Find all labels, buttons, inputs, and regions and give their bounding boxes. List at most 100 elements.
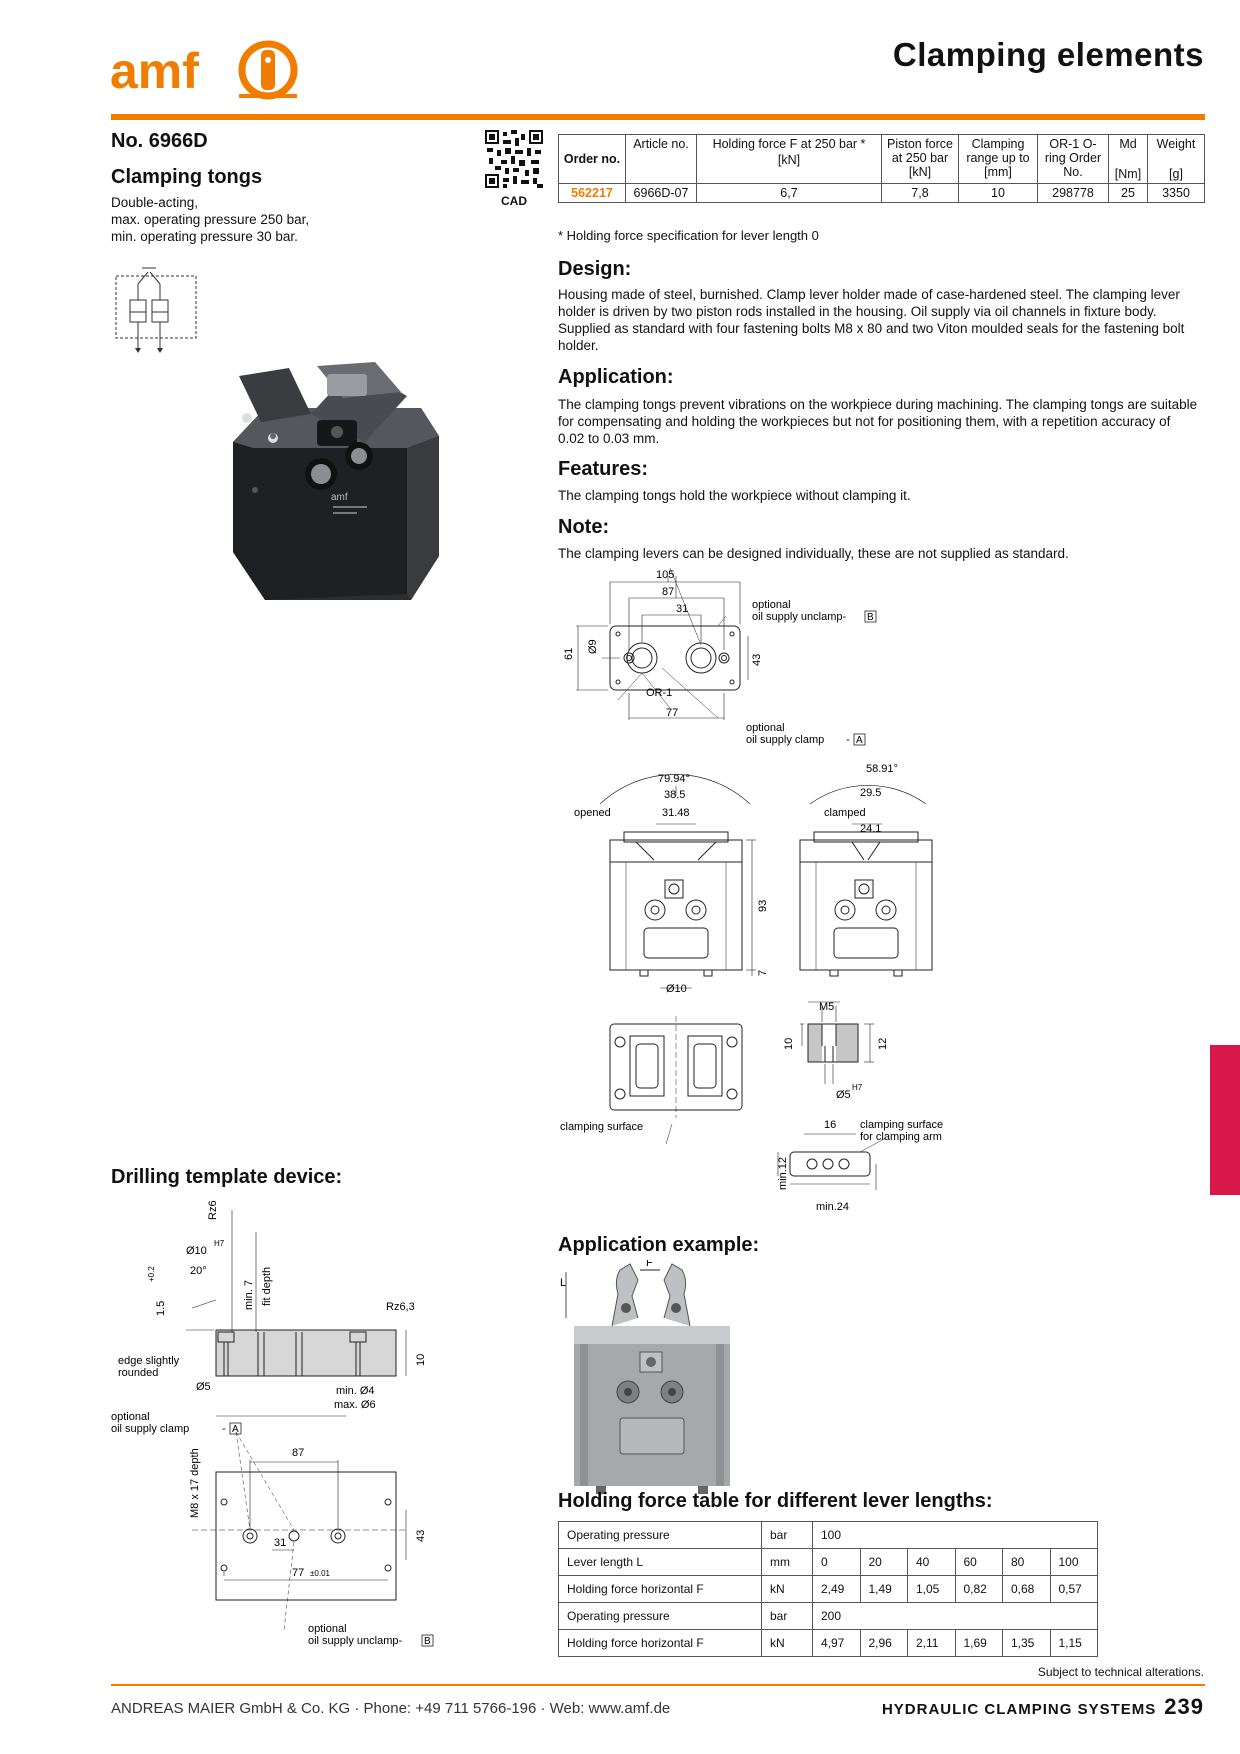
product-description: Double-acting, max. operating pressure 2…: [111, 194, 309, 245]
label: clamped: [824, 807, 866, 819]
label: rounded: [118, 1367, 158, 1379]
holding-force-table: Operating pressure bar 100 Lever length …: [558, 1521, 1098, 1657]
label: A: [856, 735, 863, 746]
label: edge slightly: [118, 1355, 180, 1367]
dim-label: 12: [877, 1038, 889, 1050]
table-cell: 2,96: [859, 1629, 908, 1657]
order-number-link[interactable]: 562217: [558, 183, 626, 203]
dim-label: min.12: [777, 1157, 789, 1190]
dim-label: 87: [662, 586, 674, 598]
table-row: Holding force horizontal F kN 2,49 1,49 …: [558, 1575, 1098, 1603]
dim-label: 77: [666, 707, 678, 719]
subject-note: Subject to technical alterations.: [1037, 1665, 1204, 1679]
table-cell: 4,97: [812, 1629, 861, 1657]
dim-label: Rz6,3: [207, 1200, 219, 1220]
dim-label: 58.91°: [866, 763, 898, 775]
table-cell: 20: [859, 1548, 908, 1576]
label: optional: [111, 1411, 150, 1423]
desc-line: Double-acting,: [111, 195, 199, 210]
lever-length-label: L: [560, 1277, 566, 1289]
footer-company: ANDREAS MAIER GmbH & Co. KG · Phone: +49…: [111, 1700, 671, 1717]
dim-label: 1.5: [155, 1301, 167, 1316]
header-text: OR-1 O-ring Order No.: [1044, 137, 1102, 179]
dash-text: -: [222, 1423, 226, 1435]
dim-label: Ø10: [666, 983, 687, 995]
qr-code-icon[interactable]: [485, 130, 543, 188]
svg-text:amf: amf: [331, 492, 348, 503]
header-text: Article no.: [633, 137, 689, 151]
drilling-template-drawing: Rz6,3 Ø10 H7 20° 1.5 +0.2 min. 7 fit dep…: [111, 1200, 434, 1647]
dim-label: 29.5: [860, 787, 881, 799]
label: clamping surface: [860, 1119, 943, 1131]
header-unit: [g]: [1169, 167, 1183, 181]
dim-label: 10: [783, 1038, 795, 1050]
dim-label: 105: [656, 569, 674, 581]
table-cell: 0,57: [1049, 1575, 1098, 1603]
hydraulic-symbol-icon: [115, 267, 197, 353]
table-cell: 298778: [1037, 183, 1109, 203]
dim-label: fit depth: [261, 1267, 273, 1306]
dim-label: min. Ø4: [336, 1385, 375, 1397]
table-cell: 0,68: [1002, 1575, 1051, 1603]
table-cell: Lever length L: [558, 1548, 762, 1576]
table-cell: 3350: [1147, 183, 1205, 203]
col-order-no: Order no.: [558, 134, 626, 184]
dim-label: Rz6,3: [386, 1301, 415, 1313]
header-text: Weight: [1156, 137, 1196, 151]
force-label: F: [646, 1260, 653, 1269]
dim-label: 38.5: [664, 789, 685, 801]
col-oring: OR-1 O-ring Order No.: [1037, 134, 1109, 184]
label: A: [232, 1424, 239, 1435]
col-md: Md[Nm]: [1108, 134, 1148, 184]
footer-section-name: HYDRAULIC CLAMPING SYSTEMS: [881, 1701, 1157, 1718]
table-cell: 100: [1049, 1548, 1098, 1576]
label: opened: [574, 807, 611, 819]
application-text: The clamping tongs prevent vibrations on…: [558, 397, 1198, 446]
header-text: Holding force F at 250 bar *: [712, 137, 866, 151]
label: oil supply clamp: [746, 734, 824, 746]
dim-label: OR-1: [646, 687, 672, 699]
dim-label: Ø10: [186, 1245, 207, 1257]
dim-label: H7: [852, 1083, 863, 1092]
header-text: Md: [1119, 137, 1137, 151]
holding-force-heading: Holding force table for different lever …: [558, 1490, 993, 1512]
dim-label: M5: [819, 1001, 834, 1013]
desc-line: max. operating pressure 250 bar,: [111, 212, 310, 227]
application-heading: Application:: [558, 366, 674, 388]
table-cell: 6,7: [696, 183, 882, 203]
label: optional: [746, 722, 785, 734]
table-cell: Holding force horizontal F: [558, 1575, 762, 1603]
table-cell: kN: [761, 1575, 813, 1603]
table-cell: 1,15: [1049, 1629, 1098, 1657]
dim-label: 16: [824, 1119, 836, 1131]
product-number: No. 6966D: [111, 130, 208, 152]
dim-label: 24.1: [860, 823, 881, 835]
drilling-heading: Drilling template device:: [111, 1166, 343, 1188]
product-name: Clamping tongs: [111, 166, 263, 188]
order-table: Order no. Article no. Holding force F at…: [558, 134, 1205, 203]
col-holding-force: Holding force F at 250 bar *[kN]: [696, 134, 882, 184]
table-cell: 1,49: [859, 1575, 908, 1603]
note-text: The clamping levers can be designed indi…: [558, 546, 1069, 561]
dim-label: 31.48: [662, 807, 690, 819]
dim-label: min. 7: [243, 1280, 255, 1310]
table-cell: kN: [761, 1629, 813, 1657]
dim-label: 20°: [190, 1265, 207, 1277]
header-text: Piston force at 250 bar: [886, 137, 953, 165]
dim-label: Ø5: [196, 1381, 211, 1393]
label: for clamping arm: [860, 1131, 942, 1143]
section-tab: [1210, 1045, 1240, 1195]
dim-label: Ø5: [836, 1089, 851, 1101]
top-view-drawing: 105 87 31 61 Ø9 43 77 OR-1 optional oil …: [563, 568, 877, 746]
dim-label: ±0.01: [310, 1569, 331, 1578]
front-views-drawing: 79.94° 38.5 31.48 opened 93 7 Ø10 58.91°…: [574, 763, 933, 995]
table-cell: Holding force horizontal F: [558, 1629, 762, 1657]
table-cell: 2,11: [907, 1629, 956, 1657]
table-cell: 100: [812, 1521, 1098, 1549]
desc-line: min. operating pressure 30 bar.: [111, 229, 298, 244]
dim-label: 10: [415, 1354, 427, 1366]
table-row: Holding force horizontal F kN 4,97 2,96 …: [558, 1629, 1098, 1657]
dim-label: min.24: [816, 1201, 849, 1213]
bottom-rule: [111, 1684, 1205, 1686]
